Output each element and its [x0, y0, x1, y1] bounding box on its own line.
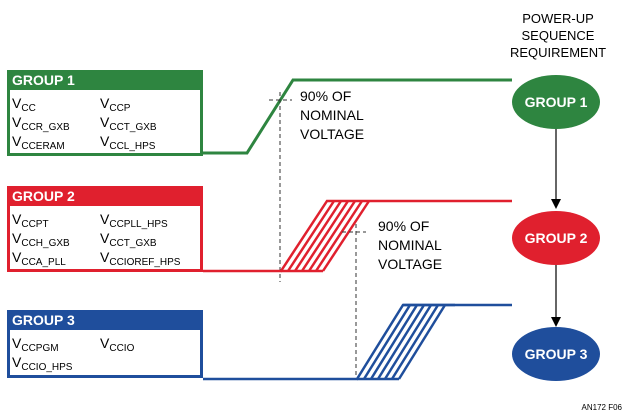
sequence-node-group-3: [512, 327, 600, 381]
group-3-rail-panel: [10, 330, 200, 375]
group-1-rail-5: VCCERAM: [12, 133, 65, 152]
group-1-block: GROUP 1 VCC VCCP VCCR_GXB VCCT_GXB VCCER…: [7, 70, 203, 156]
sequence-node-group-1-label: GROUP 1: [525, 94, 588, 110]
annotation-2-line-1: 90% OF: [378, 218, 429, 234]
sequence-node-group-3-label: GROUP 3: [525, 346, 588, 362]
group-2-rail-panel: [10, 206, 200, 269]
group-2-block: GROUP 2 VCCPT VCCPLL_HPS VCCH_GXB VCCT_G…: [7, 186, 203, 272]
group-2-rail-2: VCCPLL_HPS: [100, 211, 168, 230]
sequence-flow: GROUP 1 GROUP 2 GROUP 3: [512, 75, 600, 381]
sequence-node-group-2-label: GROUP 2: [525, 230, 588, 246]
group-2-rail-3: VCCH_GXB: [12, 230, 70, 249]
annotation-group-1: 90% OF NOMINAL VOLTAGE: [300, 88, 364, 142]
group-1-title: GROUP 1: [12, 72, 75, 88]
sequence-header: POWER-UP SEQUENCE REQUIREMENT: [510, 11, 606, 60]
sequence-arrowhead-1: [551, 199, 561, 209]
group-3-rail-2: VCCIO: [100, 335, 135, 354]
group-2-rail-1: VCCPT: [12, 211, 49, 230]
figure-id: AN172 F06: [582, 403, 623, 412]
group-2-rail-5: VCCA_PLL: [12, 249, 66, 268]
header-line-3: REQUIREMENT: [510, 45, 606, 60]
group-1-rail-4: VCCT_GXB: [100, 114, 157, 133]
annotation-1-line-1: 90% OF: [300, 88, 351, 104]
group-2-waveform: [203, 199, 512, 273]
group-1-rail-panel: [10, 90, 200, 153]
group-3-title: GROUP 3: [12, 312, 75, 328]
group-1-rail-6: VCCL_HPS: [100, 133, 156, 152]
group-3-rail-1: VCCPGM: [12, 335, 59, 354]
group-2-rail-6: VCCIOREF_HPS: [100, 249, 181, 268]
group-2-title: GROUP 2: [12, 188, 75, 204]
annotation-2-line-3: VOLTAGE: [378, 256, 442, 272]
group-2-rail-4: VCCT_GXB: [100, 230, 157, 249]
sequence-node-group-1: [512, 75, 600, 129]
group-1-waveform: [203, 78, 512, 155]
group-1-rail-2: VCCP: [100, 95, 131, 114]
group-1-rail-3: VCCR_GXB: [12, 114, 70, 133]
header-line-1: POWER-UP: [522, 11, 594, 26]
sequence-node-group-2: [512, 211, 600, 265]
group-3-block: GROUP 3 VCCPGM VCCIO VCCIO_HPS: [7, 310, 203, 378]
annotation-1-line-2: NOMINAL: [300, 107, 364, 123]
group-3-waveform: [203, 303, 512, 381]
group-3-rail-3: VCCIO_HPS: [12, 354, 73, 373]
annotation-1-line-3: VOLTAGE: [300, 126, 364, 142]
header-line-2: SEQUENCE: [522, 28, 595, 43]
annotation-group-2: 90% OF NOMINAL VOLTAGE: [378, 218, 442, 272]
group-1-rail-1: VCC: [12, 95, 36, 114]
sequence-arrowhead-2: [551, 317, 561, 327]
annotation-2-line-2: NOMINAL: [378, 237, 442, 253]
